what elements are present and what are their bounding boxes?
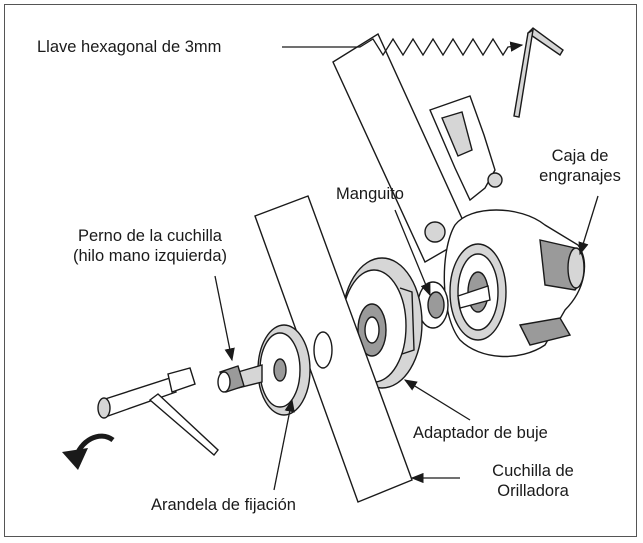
label-edger-blade: Cuchilla de Orilladora [468,461,598,501]
label-edger-blade-line1: Cuchilla de [492,462,574,480]
label-blade-bolt: Perno de la cuchilla (hilo mano izquierd… [40,226,260,266]
label-hex-key: Llave hexagonal de 3mm [37,38,222,56]
label-edger-blade-line2: Orilladora [497,482,569,500]
label-gearbox-line1: Caja de [551,147,609,165]
hex-key [513,27,564,118]
blade-bolt [217,364,263,393]
label-blade-bolt-line2: (hilo mano izquierda) [72,247,228,265]
label-lock-washer: Arandela de fijación [151,496,296,514]
t-wrench [97,367,219,457]
gearbox [424,95,586,358]
label-gearbox: Caja de engranajes [525,146,635,186]
label-sleeve: Manguito [336,185,404,203]
lock-washer [257,324,311,416]
leader-lines [214,37,599,491]
curved-arrow-counterclockwise-icon [62,433,115,470]
label-gearbox-line2: engranajes [539,167,621,185]
label-hub-adapter: Adaptador de buje [413,424,548,442]
label-blade-bolt-line1: Perno de la cuchilla [77,227,222,245]
